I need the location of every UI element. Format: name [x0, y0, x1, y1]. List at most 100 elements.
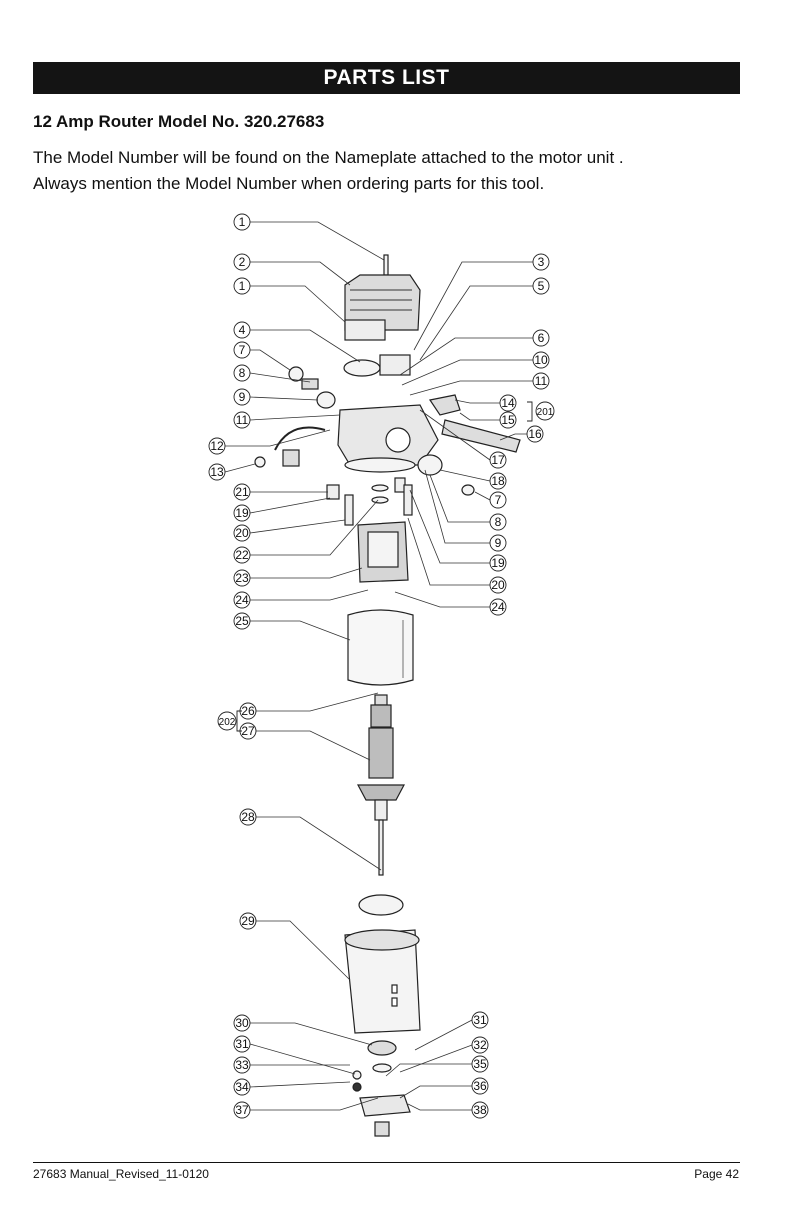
callout-left-11: 19: [233, 504, 251, 522]
callout-left-24: 34: [233, 1078, 251, 1096]
callout-right-17: 32: [471, 1036, 489, 1054]
callout-left-15: 24: [233, 591, 251, 609]
callout-left-4: 7: [233, 341, 251, 359]
callout-right-15: 24: [489, 598, 507, 616]
callout-right-20: 38: [471, 1101, 489, 1119]
callout-left-1: 2: [233, 253, 251, 271]
intro-line-1: The Model Number will be found on the Na…: [33, 148, 624, 167]
callout-left-0: 1: [233, 213, 251, 231]
footer-divider: [33, 1162, 740, 1163]
group-label-201: 201: [535, 401, 555, 421]
callout-left-23: 33: [233, 1056, 251, 1074]
parts-list-banner: PARTS LIST: [33, 62, 740, 94]
callout-left-16: 25: [233, 612, 251, 630]
leader-lines: [224, 221, 533, 1111]
svg-text:29: 29: [241, 914, 255, 928]
callout-right-11: 8: [489, 513, 507, 531]
svg-text:8: 8: [495, 515, 502, 529]
svg-text:15: 15: [501, 413, 515, 427]
svg-text:19: 19: [235, 506, 249, 520]
callout-left-8: 12: [208, 437, 226, 455]
callout-right-12: 9: [489, 534, 507, 552]
svg-text:9: 9: [495, 536, 502, 550]
page-title: 12 Amp Router Model No. 320.27683: [33, 112, 325, 131]
svg-text:20: 20: [491, 578, 505, 592]
svg-text:28: 28: [241, 810, 255, 824]
intro-line-2: Always mention the Model Number when ord…: [33, 174, 545, 193]
callout-left-2: 1: [233, 277, 251, 295]
svg-text:6: 6: [538, 331, 545, 345]
svg-text:24: 24: [491, 600, 505, 614]
callout-right-19: 36: [471, 1077, 489, 1095]
svg-text:19: 19: [491, 556, 505, 570]
svg-text:10: 10: [534, 353, 548, 367]
svg-text:36: 36: [473, 1079, 487, 1093]
callout-left-22: 31: [233, 1035, 251, 1053]
svg-text:27: 27: [241, 724, 255, 738]
callout-left-5: 8: [233, 364, 251, 382]
callout-right-1: 5: [532, 277, 550, 295]
svg-text:7: 7: [495, 493, 502, 507]
svg-text:21: 21: [235, 485, 249, 499]
svg-text:3: 3: [538, 255, 545, 269]
callout-left-17: 26: [239, 702, 257, 720]
svg-text:38: 38: [473, 1103, 487, 1117]
svg-text:1: 1: [239, 279, 246, 293]
svg-text:14: 14: [501, 396, 515, 410]
callout-left-6: 9: [233, 388, 251, 406]
callout-left-21: 30: [233, 1014, 251, 1032]
svg-text:7: 7: [239, 343, 246, 357]
svg-text:20: 20: [235, 526, 249, 540]
svg-text:23: 23: [235, 571, 249, 585]
callout-right-2: 6: [532, 329, 550, 347]
callout-right-18: 35: [471, 1055, 489, 1073]
svg-text:16: 16: [528, 427, 542, 441]
callout-left-19: 28: [239, 808, 257, 826]
callouts-right: 3 5 6 10 11 14 15 16 17 18 7 8 9 19 20 2…: [471, 253, 550, 1119]
svg-text:1: 1: [239, 215, 246, 229]
callout-left-10: 21: [233, 483, 251, 501]
callout-left-12: 20: [233, 524, 251, 542]
svg-text:4: 4: [239, 323, 246, 337]
callout-right-3: 10: [532, 351, 550, 369]
svg-text:11: 11: [535, 374, 548, 388]
callout-right-9: 18: [489, 472, 507, 490]
callout-right-5: 14: [499, 394, 517, 412]
callout-right-4: 11: [532, 372, 550, 390]
svg-text:31: 31: [473, 1013, 487, 1027]
callout-left-14: 23: [233, 569, 251, 587]
svg-text:17: 17: [491, 453, 505, 467]
svg-text:33: 33: [235, 1058, 249, 1072]
callout-right-14: 20: [489, 576, 507, 594]
svg-text:9: 9: [239, 390, 246, 404]
svg-text:2: 2: [239, 255, 246, 269]
svg-text:31: 31: [235, 1037, 249, 1051]
footer-page-number: Page 42: [694, 1167, 739, 1181]
svg-text:34: 34: [235, 1080, 249, 1094]
callout-right-8: 17: [489, 451, 507, 469]
callout-right-7: 16: [526, 425, 544, 443]
callout-left-20: 29: [239, 912, 257, 930]
svg-text:30: 30: [235, 1016, 249, 1030]
callouts-left: 1 2 1 4 7 8 9 11 12 13 21 19 20 22 23 24…: [208, 213, 257, 1119]
footer-document-id: 27683 Manual_Revised_11-0120: [33, 1167, 209, 1181]
callout-left-13: 22: [233, 546, 251, 564]
svg-text:26: 26: [241, 704, 255, 718]
callout-left-3: 4: [233, 321, 251, 339]
callout-left-7: 11: [233, 411, 251, 429]
svg-text:24: 24: [235, 593, 249, 607]
callout-left-25: 37: [233, 1101, 251, 1119]
callout-right-10: 7: [489, 491, 507, 509]
group-labels: 201 202: [217, 401, 555, 732]
callout-right-13: 19: [489, 554, 507, 572]
svg-text:11: 11: [236, 413, 249, 427]
svg-text:37: 37: [235, 1103, 249, 1117]
svg-text:22: 22: [235, 548, 249, 562]
callout-left-9: 13: [208, 463, 226, 481]
callout-right-6: 15: [499, 411, 517, 429]
intro-text: The Model Number will be found on the Na…: [33, 145, 773, 197]
svg-text:12: 12: [210, 439, 224, 453]
svg-text:201: 201: [537, 407, 554, 418]
svg-text:25: 25: [235, 614, 249, 628]
parts-drawing: [254, 254, 521, 1137]
